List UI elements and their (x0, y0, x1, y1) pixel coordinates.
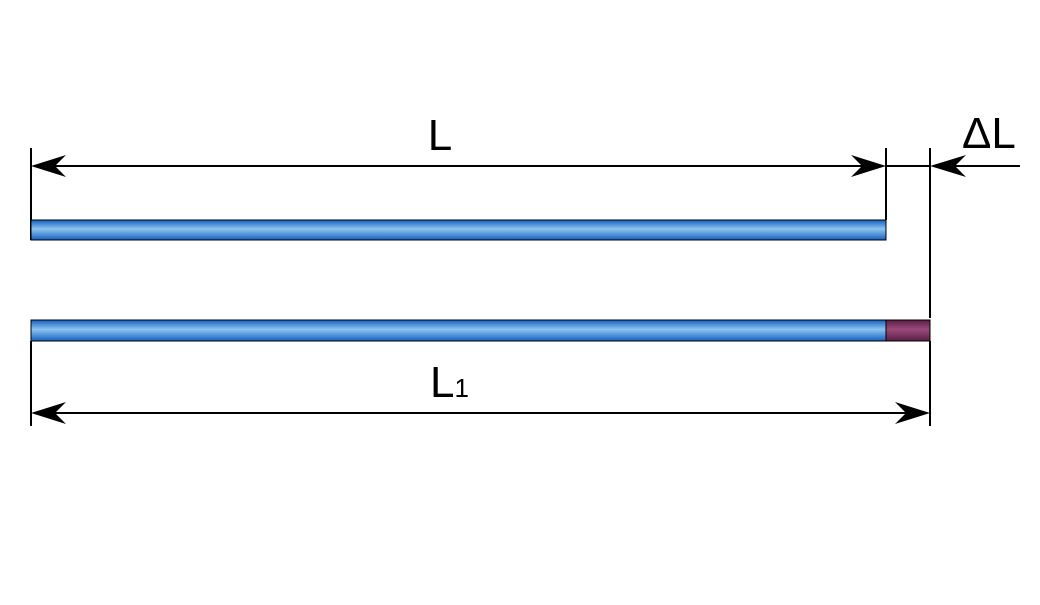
label-original-length: L (428, 111, 452, 160)
expanded-rod (30, 319, 931, 342)
arrow-right-icon (851, 155, 886, 177)
original-rod (30, 219, 887, 241)
arrow-left-icon (31, 402, 66, 424)
arrow-left-icon (930, 155, 966, 177)
arrow-left-icon (31, 155, 66, 177)
expanded-rod-body (30, 319, 887, 342)
label-new-length-subscript: 1 (454, 373, 468, 403)
expanded-rod-extension (885, 319, 931, 342)
dimension-extension: ΔL (886, 109, 1020, 318)
label-new-length-main: L (430, 358, 454, 407)
arrow-right-icon (895, 402, 930, 424)
label-new-length: L1 (430, 358, 469, 407)
dimension-original-length: L (30, 111, 887, 240)
dimension-new-length: L1 (30, 341, 931, 426)
label-extension: ΔL (962, 109, 1016, 158)
